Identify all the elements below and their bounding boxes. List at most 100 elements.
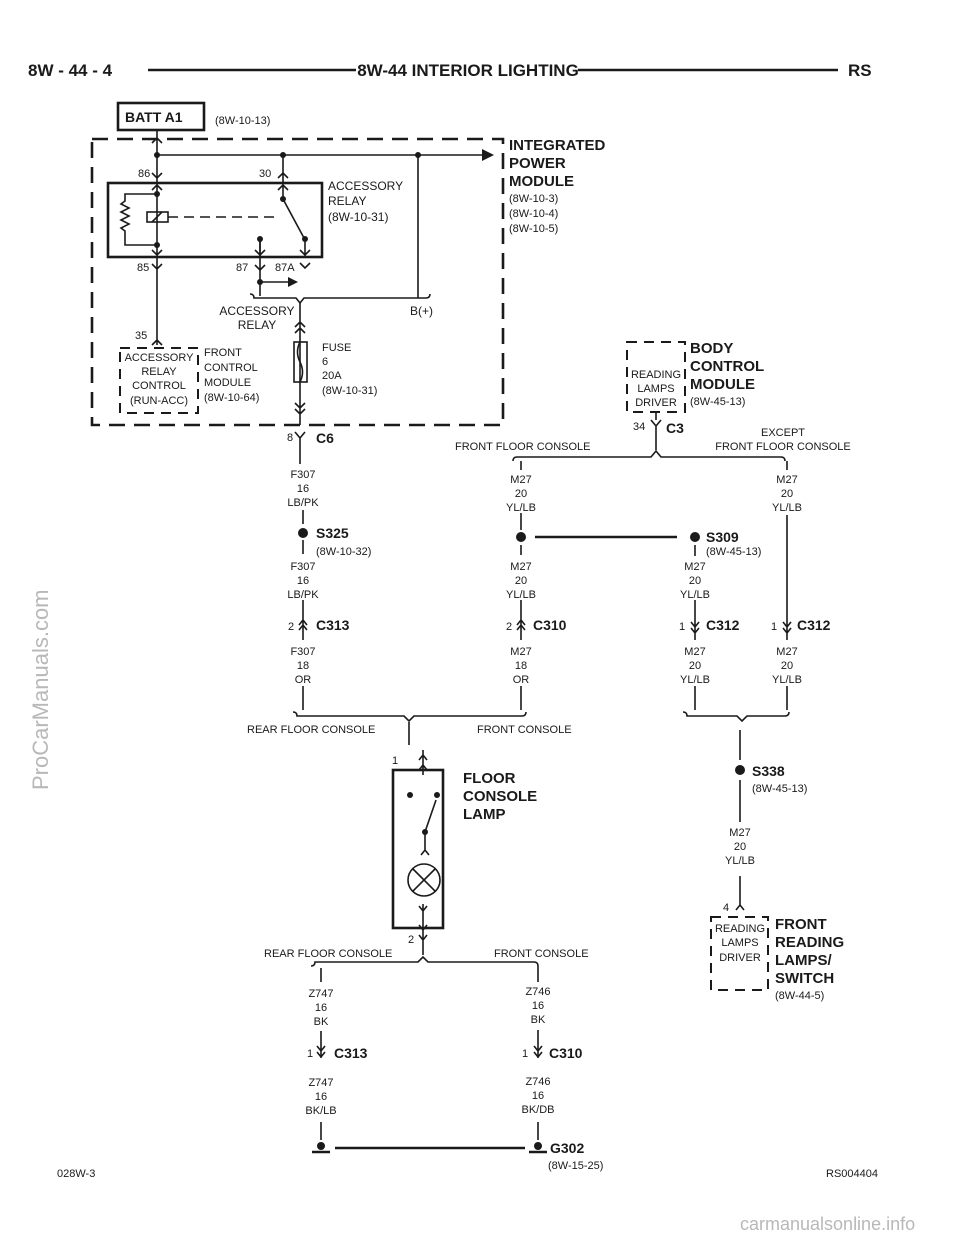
wire-circuit: Z746 bbox=[525, 1076, 550, 1088]
wire-circuit: M27 bbox=[776, 646, 797, 658]
bcm-box-line: READING bbox=[631, 369, 681, 381]
ipm-ref: (8W-10-5) bbox=[509, 223, 558, 235]
wire-color: YL/LB bbox=[725, 855, 755, 867]
lamp-bulb-icon bbox=[407, 863, 441, 897]
c312-a: C312 bbox=[706, 617, 740, 633]
c313-top: C313 bbox=[316, 617, 350, 633]
wire-gauge: 20 bbox=[781, 488, 793, 500]
wire-color: YL/LB bbox=[680, 589, 710, 601]
wire-gauge: 16 bbox=[297, 483, 309, 495]
wire-color: LB/PK bbox=[287, 589, 319, 601]
fcm-label: FRONT bbox=[204, 347, 242, 359]
fcm-box-line: (RUN-ACC) bbox=[130, 395, 188, 407]
relay-label: RELAY bbox=[328, 194, 366, 208]
wire-circuit: M27 bbox=[510, 646, 531, 658]
bcm-box-line: DRIVER bbox=[635, 397, 677, 409]
branch-label-rear-floor-console: REAR FLOOR CONSOLE bbox=[264, 948, 392, 960]
pin-86: 86 bbox=[138, 168, 150, 180]
wire-gauge: 16 bbox=[532, 1090, 544, 1102]
splice-s338-ref: (8W-45-13) bbox=[752, 783, 807, 795]
frl-title-line: READING bbox=[775, 934, 844, 951]
bcm-box-line: LAMPS bbox=[637, 383, 674, 395]
frl-title-line: FRONT bbox=[775, 916, 827, 933]
wire-circuit: M27 bbox=[510, 474, 531, 486]
fuse-label: FUSE bbox=[322, 342, 351, 354]
splice-s309-ref: (8W-45-13) bbox=[706, 546, 761, 558]
wire-gauge: 16 bbox=[315, 1091, 327, 1103]
frl-box bbox=[710, 916, 769, 991]
wire-gauge: 18 bbox=[297, 660, 309, 672]
splice-s309-dot bbox=[690, 532, 700, 542]
c3-pin: 34 bbox=[633, 421, 645, 433]
page-number: 8W - 44 - 4 bbox=[28, 61, 113, 80]
wire-gauge: 20 bbox=[515, 575, 527, 587]
accessory-relay-branch-label: ACCESSORY bbox=[219, 304, 294, 318]
watermark-side: ProCarManuals.com bbox=[28, 589, 53, 790]
fcm-label: (8W-10-64) bbox=[204, 392, 259, 404]
c312-b: C312 bbox=[797, 617, 831, 633]
wire-color: YL/LB bbox=[772, 502, 802, 514]
c3-name: C3 bbox=[666, 420, 684, 436]
fcm-box-text: ACCESSORY RELAY CONTROL (RUN-ACC) bbox=[125, 352, 195, 407]
page-header: 8W - 44 - 4 8W-44 INTERIOR LIGHTING RS bbox=[28, 61, 872, 80]
frl-title-line: SWITCH bbox=[775, 970, 834, 987]
ipm-label: INTEGRATED POWER MODULE (8W-10-3) (8W-10… bbox=[509, 137, 606, 235]
frl-title-line: LAMPS/ bbox=[775, 952, 833, 969]
wire-circuit: Z746 bbox=[525, 986, 550, 998]
wire-gauge: 16 bbox=[297, 575, 309, 587]
fuse-number: 6 bbox=[322, 356, 328, 368]
lamp-pin-1: 1 bbox=[392, 755, 398, 767]
splice-s338-dot bbox=[735, 765, 745, 775]
branch-label-front-floor-console: FRONT FLOOR CONSOLE bbox=[455, 441, 590, 453]
wire-circuit: F307 bbox=[290, 646, 315, 658]
frl-box-line: DRIVER bbox=[719, 952, 761, 964]
bcm-ref: (8W-45-13) bbox=[690, 396, 745, 408]
c6-name: C6 bbox=[316, 430, 334, 446]
fcm-label: MODULE bbox=[204, 377, 251, 389]
wire-color: OR bbox=[513, 674, 530, 686]
wire-color: YL/LB bbox=[506, 502, 536, 514]
accessory-relay-branch-label: RELAY bbox=[238, 318, 276, 332]
footer-drawing-id: RS004404 bbox=[826, 1168, 878, 1180]
pin-35: 35 bbox=[135, 330, 147, 342]
ipm-ref: (8W-10-3) bbox=[509, 193, 558, 205]
accessory-relay: 86 30 85 87 87A ACCESSORY RELAY (8W-10-3… bbox=[106, 168, 403, 274]
branch-label-except: FRONT FLOOR CONSOLE bbox=[715, 441, 850, 453]
fcm-box bbox=[119, 347, 199, 414]
wire-circuit: M27 bbox=[510, 561, 531, 573]
relay-ref: (8W-10-31) bbox=[328, 210, 388, 224]
splice-s325-ref: (8W-10-32) bbox=[316, 546, 371, 558]
branch-label-front-console: FRONT CONSOLE bbox=[477, 724, 572, 736]
splice-s338: S338 bbox=[752, 763, 785, 779]
wire-labels: F30716LB/PKF30716LB/PKF30718ORM2720YL/LB… bbox=[287, 469, 802, 1117]
c312-pin: 1 bbox=[679, 621, 685, 633]
fcm-box-line: RELAY bbox=[141, 366, 177, 378]
wire-circuit: M27 bbox=[684, 561, 705, 573]
batt-a1-box bbox=[116, 101, 206, 132]
ground-g302: G302 bbox=[550, 1140, 584, 1156]
frl-pin-4: 4 bbox=[723, 902, 729, 914]
ipm-ref: (8W-10-4) bbox=[509, 208, 558, 220]
c313-pin: 2 bbox=[288, 621, 294, 633]
ground-icon bbox=[312, 1142, 547, 1154]
wire-color: YL/LB bbox=[506, 589, 536, 601]
batt-ref: (8W-10-13) bbox=[215, 115, 270, 127]
lamp-title-line: CONSOLE bbox=[463, 788, 537, 805]
wire-color: YL/LB bbox=[772, 674, 802, 686]
watermark-bottom: carmanualsonline.info bbox=[740, 1214, 915, 1234]
ipm-title-line: POWER bbox=[509, 155, 566, 172]
wire-circuit: M27 bbox=[776, 474, 797, 486]
fuse-ref: (8W-10-31) bbox=[322, 385, 377, 397]
batt-a1-label: BATT A1 bbox=[125, 109, 183, 125]
c310-pin: 2 bbox=[506, 621, 512, 633]
footer-figure-id: 028W-3 bbox=[57, 1168, 95, 1180]
frl-box-line: READING bbox=[715, 923, 765, 935]
branch-label-front-console: FRONT CONSOLE bbox=[494, 948, 589, 960]
c313-pin: 1 bbox=[307, 1048, 313, 1060]
fcm-label: CONTROL bbox=[204, 362, 258, 374]
bplus-branch-label: B(+) bbox=[410, 304, 433, 318]
wire-color: LB/PK bbox=[287, 497, 319, 509]
wire-color: BK bbox=[314, 1016, 329, 1028]
wire-color: OR bbox=[295, 674, 312, 686]
c310-bottom: C310 bbox=[549, 1045, 583, 1061]
